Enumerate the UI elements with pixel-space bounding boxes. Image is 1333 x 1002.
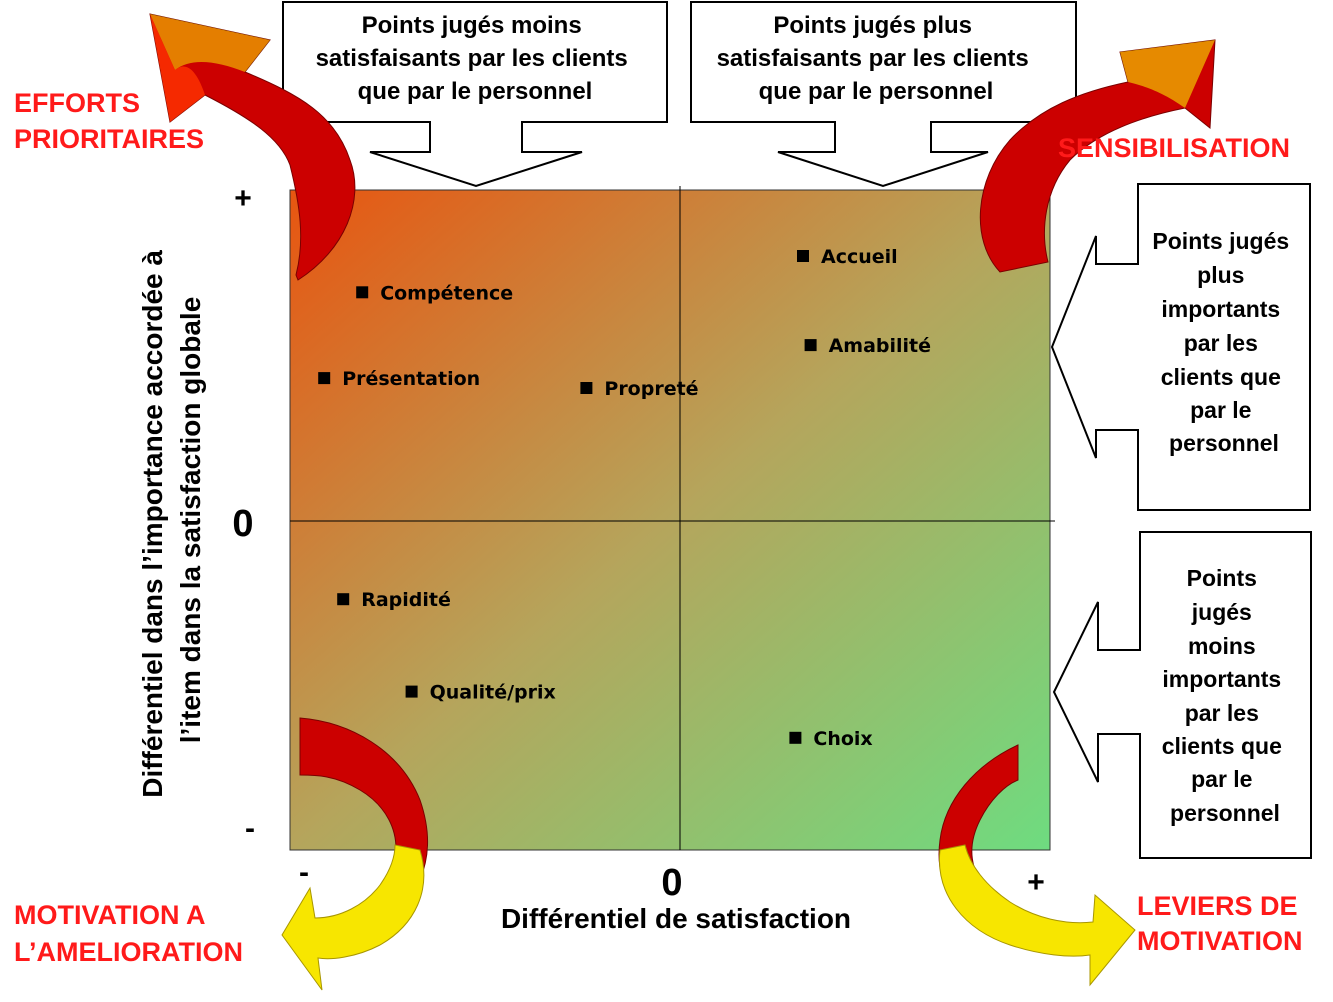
arrow-leviers-icon	[938, 744, 1136, 987]
callout-right-bottom: Points jugés moins importants par les cl…	[1052, 531, 1312, 859]
x-tick-plus: +	[1027, 866, 1045, 899]
callout-top-left: Points jugés moins satisfaisants par les…	[282, 1, 668, 188]
point-marker-2	[580, 382, 593, 394]
point-marker-3	[797, 250, 809, 262]
point-marker-4	[804, 339, 817, 352]
point-label-1: Présentation	[342, 368, 480, 390]
label-leviers-de-motivation: LEVIERS DE MOTIVATION	[1137, 891, 1305, 956]
callout-right-bottom-text: Points jugés moins importants par les cl…	[1162, 565, 1289, 826]
point-label-0: Compétence	[380, 282, 513, 304]
callout-right-top-text: Points jugés plus importants par les cli…	[1152, 228, 1295, 456]
y-axis-title: Différentiel dans l’importance accordée …	[137, 242, 206, 798]
point-label-5: Rapidité	[361, 589, 451, 611]
x-tick-minus: -	[299, 856, 309, 889]
point-marker-5	[337, 593, 350, 606]
point-marker-1	[318, 372, 331, 385]
callout-top-right: Points jugés plus satisfaisants par les …	[690, 1, 1077, 188]
callout-top-right-text: Points jugés plus satisfaisants par les …	[717, 12, 1036, 105]
x-axis-title: Différentiel de satisfaction	[501, 903, 851, 934]
y-tick-minus: -	[245, 812, 255, 845]
point-marker-6	[405, 685, 418, 698]
label-efforts-prioritaires: EFFORTS PRIORITAIRES	[14, 88, 204, 154]
y-tick-zero: 0	[232, 503, 253, 545]
label-sensibilisation: SENSIBILISATION	[1058, 133, 1290, 163]
point-label-4: Amabilité	[829, 335, 931, 357]
point-label-6: Qualité/prix	[430, 682, 556, 704]
point-marker-7	[789, 731, 802, 744]
point-label-3: Accueil	[821, 246, 898, 268]
point-label-7: Choix	[813, 728, 872, 750]
x-tick-zero: 0	[661, 862, 682, 904]
callout-top-left-text: Points jugés moins satisfaisants par les…	[316, 12, 635, 105]
point-marker-0	[356, 286, 369, 299]
y-tick-plus: +	[234, 182, 252, 215]
point-label-2: Propreté	[604, 378, 698, 400]
arrow-motivation-amelioration-icon	[281, 717, 428, 991]
quadrant-plot-area	[289, 189, 1051, 851]
arrow-efforts-icon	[149, 13, 356, 281]
label-motivation-amelioration: MOTIVATION A L’AMELIORATION	[14, 900, 243, 967]
arrow-sensibilisation-icon	[979, 39, 1216, 273]
callout-right-top: Points jugés plus importants par les cli…	[1050, 183, 1311, 511]
